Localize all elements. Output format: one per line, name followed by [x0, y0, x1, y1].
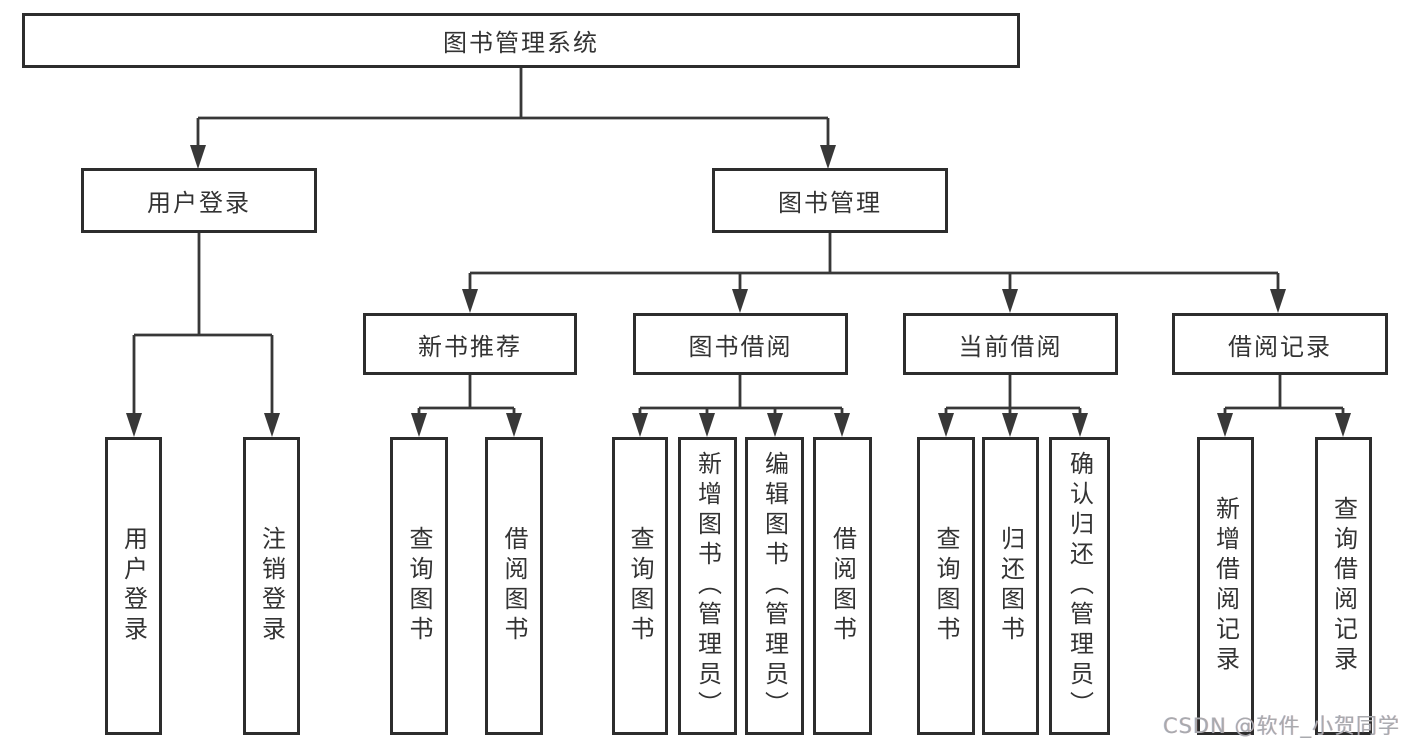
node-current-borrowing: 当前借阅 [903, 313, 1118, 375]
node-label: 新增图书（管理员） [693, 451, 722, 721]
leaf-user-login: 用户登录 [105, 437, 162, 735]
tree-branch-lines [132, 68, 1345, 420]
node-label: 查询图书 [405, 526, 433, 646]
node-user-login: 用户登录 [81, 168, 317, 233]
leaf-query-books-recommend: 查询图书 [390, 437, 448, 735]
node-label: 当前借阅 [958, 332, 1063, 361]
leaf-confirm-return-admin: 确认归还（管理员） [1049, 437, 1110, 735]
leaf-query-books-borrowing: 查询图书 [612, 437, 668, 735]
leaf-query-borrow-record: 查询借阅记录 [1315, 437, 1372, 735]
node-new-book-recommendation: 新书推荐 [363, 313, 577, 375]
node-label: 新书推荐 [418, 332, 522, 361]
node-label: 归还图书 [996, 526, 1025, 646]
node-label: 编辑图书（管理员） [760, 451, 789, 721]
node-label: 用户登录 [119, 526, 148, 646]
leaf-edit-books-admin: 编辑图书（管理员） [745, 437, 804, 735]
node-book-management: 图书管理 [712, 168, 948, 233]
node-label: 图书管理系统 [443, 29, 599, 57]
node-label: 查询图书 [626, 526, 654, 646]
arrowhead-icons [126, 145, 1351, 437]
node-label: 借阅图书 [500, 526, 528, 646]
node-label: 查询图书 [932, 526, 960, 646]
node-label: 查询借阅记录 [1329, 496, 1358, 676]
node-book-borrowing: 图书借阅 [633, 313, 848, 375]
leaf-query-books-current: 查询图书 [917, 437, 975, 735]
node-label: 借阅记录 [1228, 332, 1332, 361]
leaf-borrow-books-recommend: 借阅图书 [485, 437, 543, 735]
node-borrow-records: 借阅记录 [1172, 313, 1388, 375]
node-library-management-system: 图书管理系统 [22, 13, 1020, 68]
node-label: 借阅图书 [828, 526, 857, 646]
leaf-add-books-admin: 新增图书（管理员） [678, 437, 737, 735]
leaf-logout-login: 注销登录 [243, 437, 300, 735]
leaf-add-borrow-record: 新增借阅记录 [1197, 437, 1254, 735]
node-label: 确认归还（管理员） [1065, 451, 1094, 721]
node-label: 用户登录 [147, 189, 251, 217]
node-label: 新增借阅记录 [1211, 496, 1240, 676]
node-label: 图书管理 [778, 189, 882, 217]
leaf-return-books: 归还图书 [982, 437, 1039, 735]
node-label: 图书借阅 [688, 332, 793, 361]
node-label: 注销登录 [257, 526, 286, 646]
leaf-borrow-books: 借阅图书 [813, 437, 872, 735]
